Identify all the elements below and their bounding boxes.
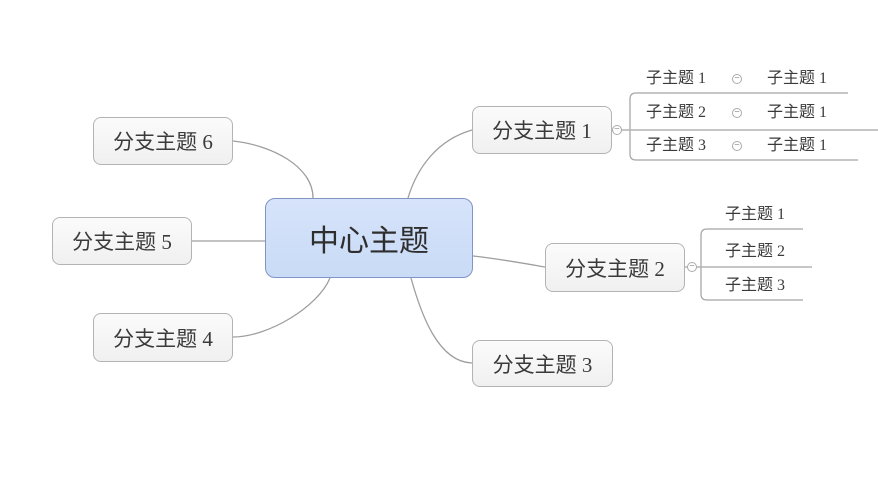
branch-topic-5[interactable]: 分支主题 5 [52,217,192,265]
bracket-branch2-children [700,228,708,301]
branch-topic-2[interactable]: 分支主题 2 [545,243,685,292]
collapse-button-branch1[interactable]: − [612,125,622,135]
collapse-button-branch2[interactable]: − [687,262,697,272]
branch1-subtopic-2-child[interactable]: 子主题 1 [766,104,827,121]
branch2-subtopic-1[interactable]: 子主题 1 [724,206,785,223]
connector-central-branch1 [407,129,473,199]
branch1-subtopic-2[interactable]: 子主题 2 [645,104,706,121]
branch1-subtopic-3-child[interactable]: 子主题 1 [766,137,827,154]
minus-icon: − [614,124,620,134]
minus-icon: − [689,261,695,271]
collapse-button-branch1-subtopic1[interactable]: − [732,74,742,84]
branch1-subtopic-1-child[interactable]: 子主题 1 [766,70,827,87]
minus-icon: − [734,140,740,150]
connector-central-branch3 [410,277,473,364]
connector-central-branch6 [232,140,314,199]
connector-central-branch2 [472,255,546,268]
branch1-subtopic-3[interactable]: 子主题 3 [645,137,706,154]
collapse-button-branch1-subtopic2[interactable]: − [732,108,742,118]
collapse-button-branch1-subtopic3[interactable]: − [732,141,742,151]
connector-central-branch4 [232,277,331,338]
bracket-branch1-children [629,92,637,161]
branch-topic-6[interactable]: 分支主题 6 [93,117,233,165]
branch-topic-4[interactable]: 分支主题 4 [93,313,233,362]
branch2-subtopic-3[interactable]: 子主题 3 [724,277,785,294]
minus-icon: − [734,73,740,83]
minus-icon: − [734,107,740,117]
child-brackets [629,92,708,301]
subtopic-underlines [612,92,878,301]
branch2-subtopic-2[interactable]: 子主题 2 [724,243,785,260]
central-topic[interactable]: 中心主题 [265,198,473,278]
branch-topic-3[interactable]: 分支主题 3 [472,340,613,387]
branch1-subtopic-1[interactable]: 子主题 1 [645,70,706,87]
branch-topic-1[interactable]: 分支主题 1 [472,106,612,154]
central-branch-connectors [192,129,546,364]
